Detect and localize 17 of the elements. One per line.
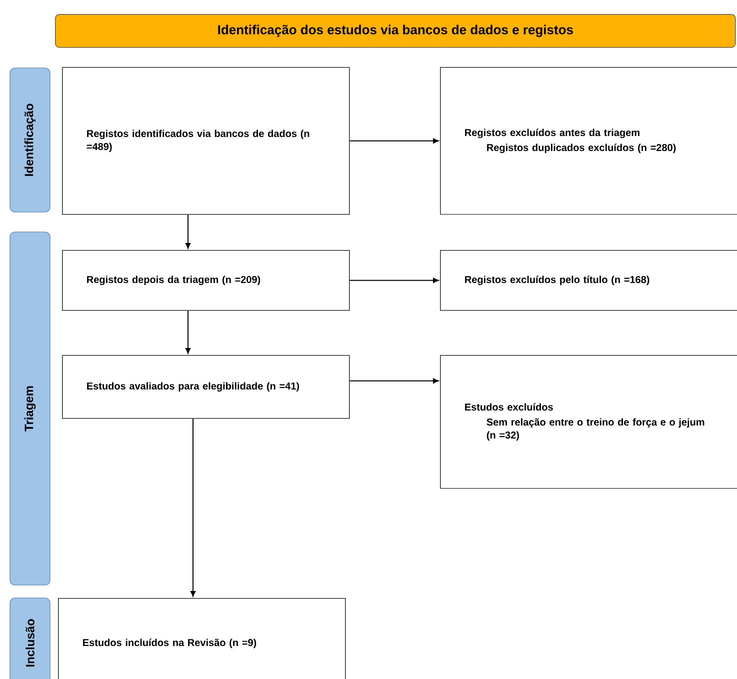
stage-band: Inclusão — [10, 598, 50, 679]
stage-band: Triagem — [10, 232, 50, 586]
arrow — [185, 214, 191, 249]
arrow — [190, 418, 196, 597]
stage-band: Identificação — [10, 68, 50, 212]
process-box: Estudos excluídos Sem relação entre o treino de força e o jejum (n =32) — [440, 355, 737, 489]
arrow — [349, 278, 439, 283]
process-box: Estudos avaliados para elegibilidade (n =41) — [62, 355, 350, 419]
title-banner: Identificação dos estudos via bancos de dados e registos — [55, 14, 736, 48]
process-box: Registos identificados via bancos de dados (n =489) — [62, 67, 350, 215]
process-box: Registos excluídos pelo título (n =168) — [440, 250, 737, 311]
arrow — [185, 310, 191, 354]
process-box: Estudos incluídos na Revisão (n =9) — [58, 598, 346, 679]
process-box: Registos excluídos antes da triagem Registos duplicados excluídos (n =280) — [440, 67, 737, 215]
arrow — [349, 138, 439, 144]
arrow — [349, 378, 439, 384]
process-box: Registos depois da triagem (n =209) — [62, 250, 350, 311]
